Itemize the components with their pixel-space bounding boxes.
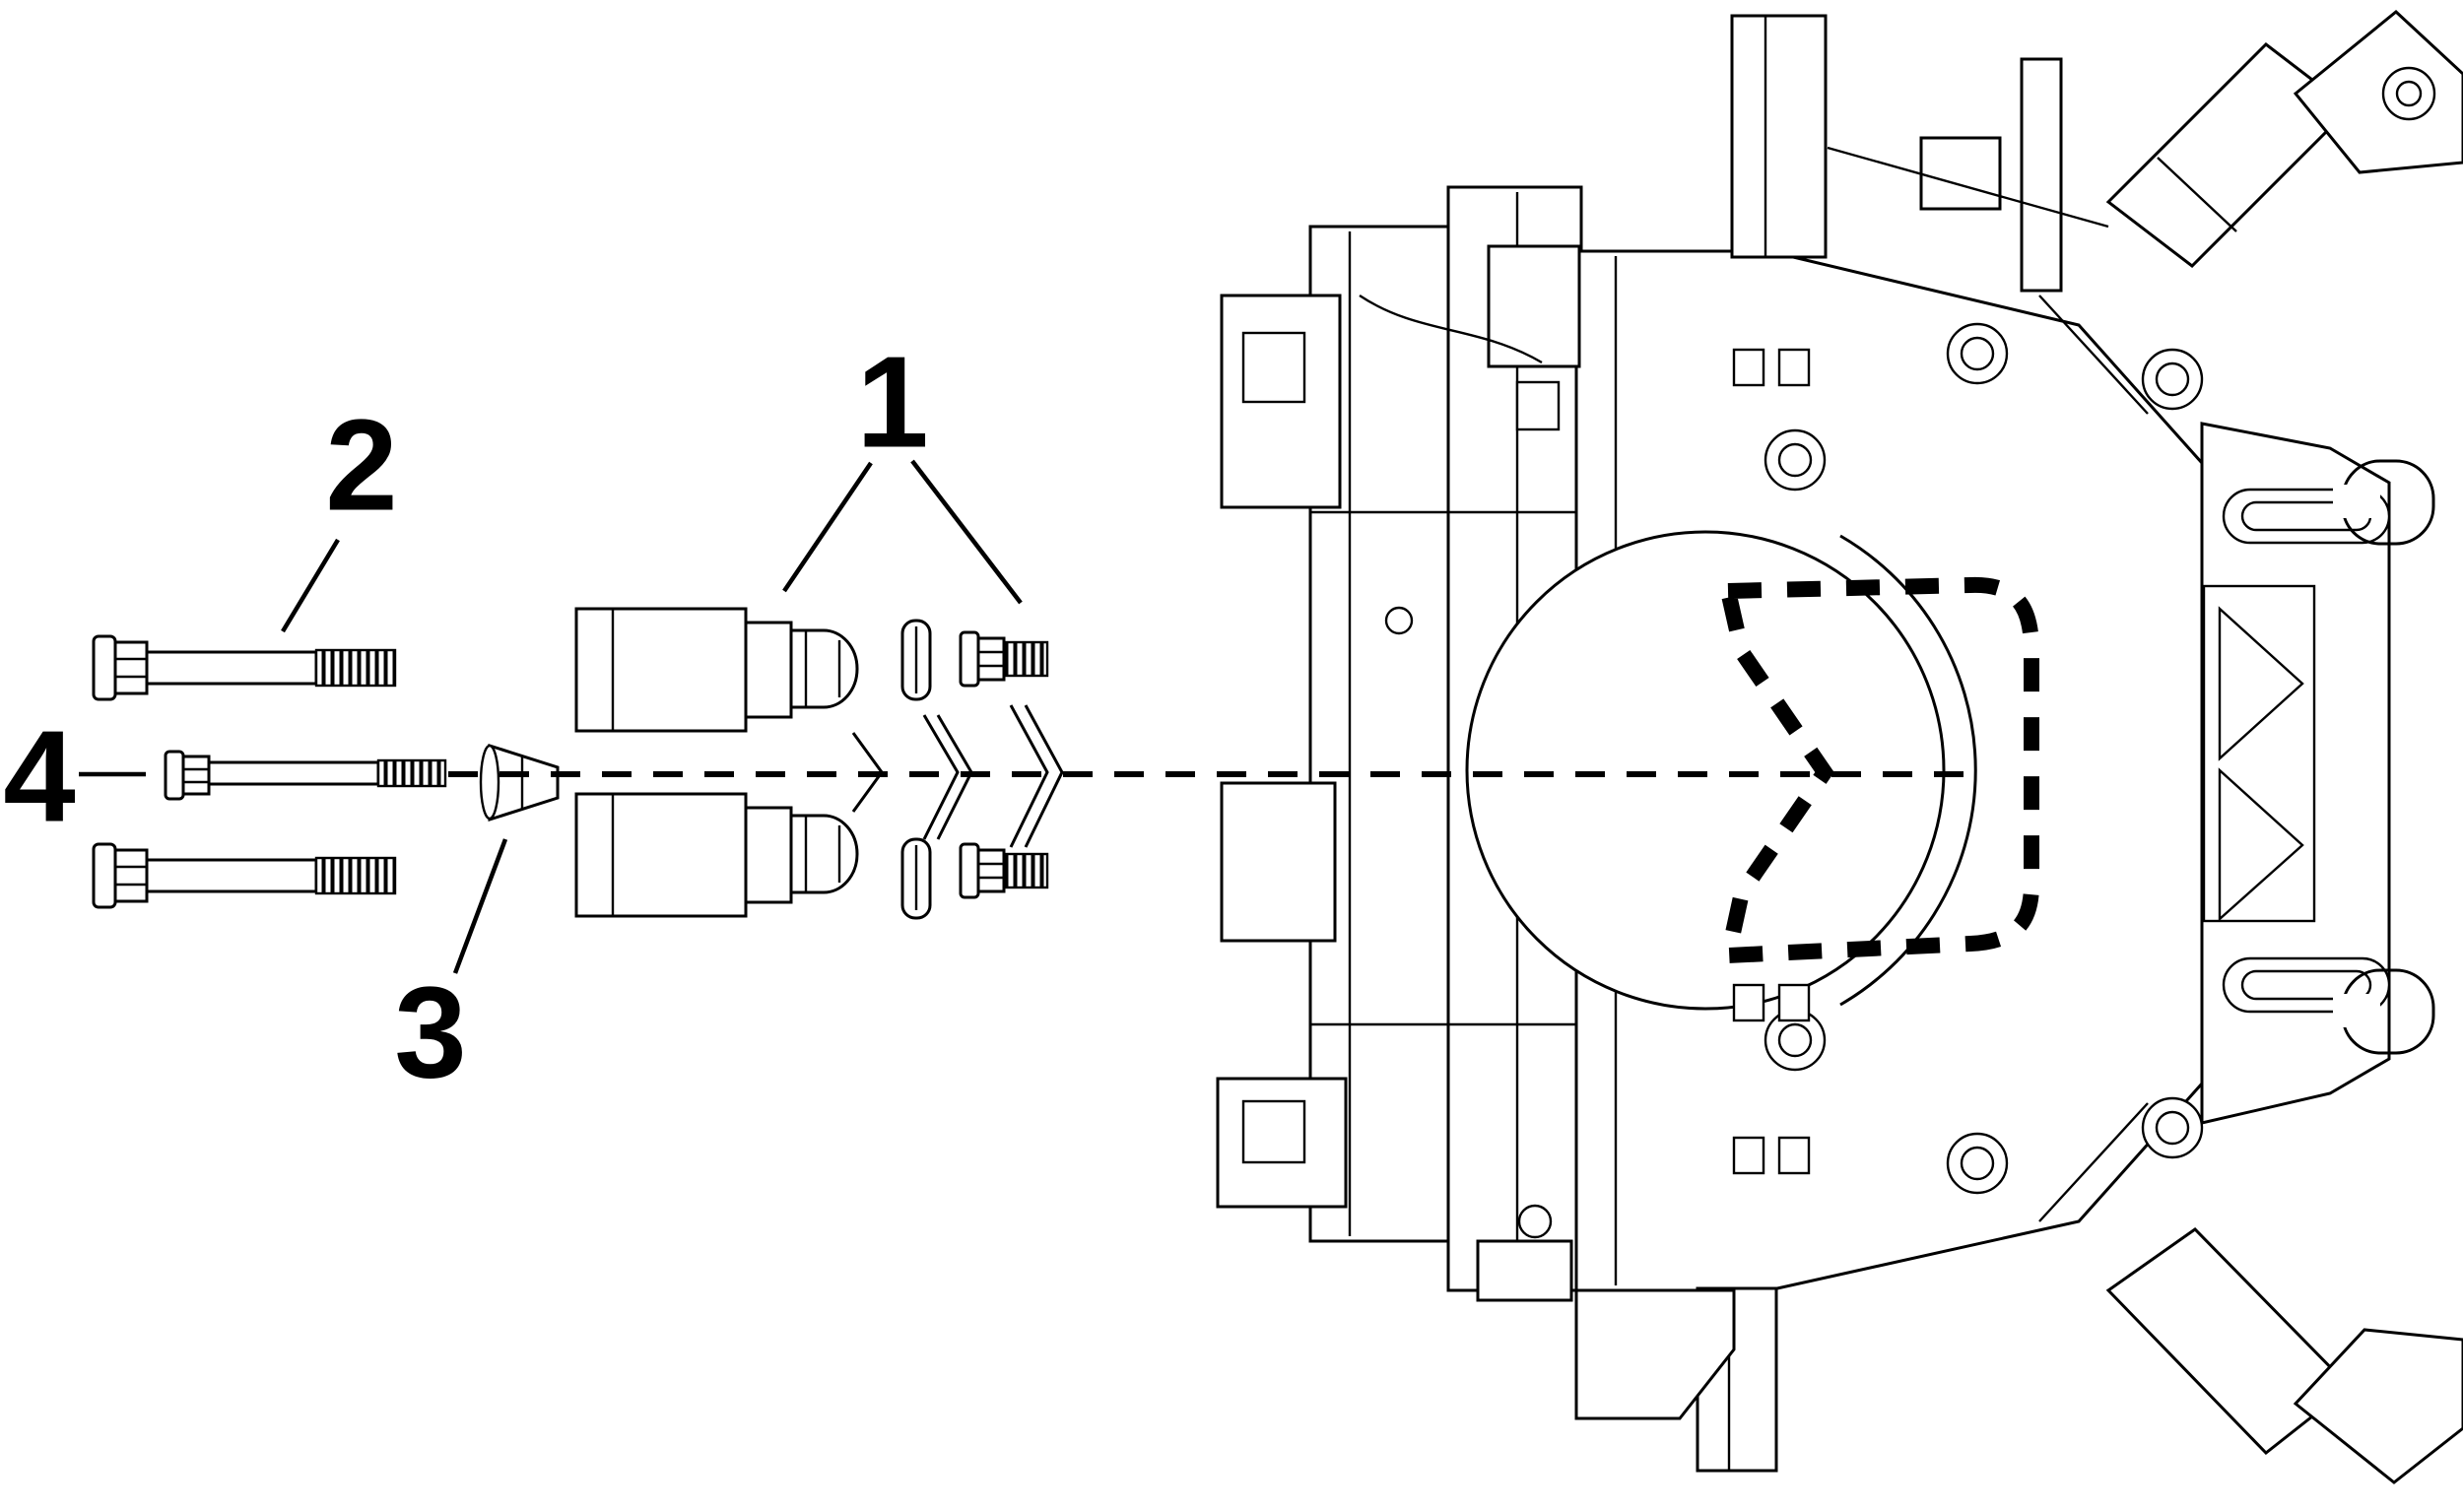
left-bracket-top-boss: [1241, 331, 1306, 404]
left-bracket-bottom-boss: [1241, 1099, 1306, 1164]
left-bracket-top: [1220, 294, 1342, 509]
small-block: [1515, 380, 1561, 431]
top-brace-line: [1827, 146, 2109, 229]
small-boss: [1384, 606, 1414, 635]
mount-step: [744, 621, 793, 719]
bolt-threads: [1002, 852, 1049, 889]
bolt-boss-hole: [2155, 362, 2190, 397]
bolt-flange: [92, 634, 117, 701]
bolt-shank: [145, 650, 318, 686]
bolt-shank: [145, 858, 318, 893]
bushing-end-face: [479, 744, 500, 821]
rib-triangle: [2218, 606, 2304, 761]
bushing-body: [488, 743, 560, 822]
callout-1-leader-line: [910, 459, 1023, 605]
mount-nose: [789, 814, 859, 894]
bolt-boss: [1764, 428, 1827, 492]
upper-rubber-mount: [574, 607, 859, 733]
callout-3-label: 3: [394, 960, 466, 1105]
left-bracket-mid: [1220, 781, 1337, 943]
short-hex-bolt-upper: [959, 630, 1049, 688]
bolt-flange: [92, 842, 117, 909]
top-post: [2020, 57, 2063, 293]
hook-opening: [2333, 485, 2380, 518]
chevron-mark: [922, 714, 960, 840]
face-rib-line: [2038, 1102, 2149, 1222]
callout-4-label: 4: [3, 704, 75, 849]
face-rib-line: [2038, 295, 2149, 415]
callouts: 1 2 3 4: [3, 330, 1023, 1105]
mount-body: [574, 607, 748, 733]
bolt-boss-hole: [1960, 336, 1995, 371]
bolt-boss-hole: [1777, 442, 1813, 478]
bolt-threads: [376, 758, 447, 788]
clip-feature: [1777, 983, 1811, 1022]
chevron-mark: [1024, 704, 1064, 848]
mount-nose: [789, 628, 859, 709]
cable-line: [1359, 295, 1543, 364]
bolt-boss: [2141, 1096, 2204, 1159]
rib-strip: [2202, 584, 2316, 923]
corner-component-bottom-right: [2293, 1328, 2463, 1484]
crankshaft-bore: [1465, 530, 1946, 1011]
hook-opening: [2333, 994, 2380, 1027]
callout-1-leader-line: [782, 461, 873, 593]
mount-position-dashed-outline: [1717, 576, 2039, 964]
clip-feature: [1732, 983, 1765, 1022]
bolt-boss-hole: [1960, 1146, 1995, 1181]
bolt-threads: [1002, 640, 1049, 678]
component-boss-hole: [2395, 80, 2423, 107]
small-boss: [1517, 1204, 1553, 1239]
bolt-boss-hole: [1777, 1022, 1813, 1058]
chevron-mark: [1009, 704, 1049, 848]
bolt-flange: [164, 750, 185, 801]
bolt-boss-hole: [2155, 1110, 2190, 1146]
bolt-hex-head: [976, 636, 1006, 682]
callout-3-leader-line: [452, 838, 508, 974]
bottom-skirt: [1574, 1288, 1736, 1420]
top-left-block: [1487, 244, 1581, 368]
bolt-hex-head: [181, 755, 211, 796]
engine-crankcase-assembly: [1216, 10, 2463, 1484]
bolt-boss: [1946, 322, 2009, 385]
component-boss: [2381, 66, 2436, 121]
mount-slot-inner: [2240, 969, 2372, 1001]
clip-feature: [1732, 348, 1765, 387]
exploded-parts: [92, 607, 1064, 920]
bolt-boss: [1946, 1132, 2009, 1195]
callout-2-label: 2: [325, 393, 397, 538]
bolt-threads: [314, 648, 397, 688]
slim-flange-bolt-middle: [164, 750, 447, 801]
long-flange-bolt-bottom: [92, 842, 397, 909]
lifting-bracket: [1730, 14, 1828, 259]
bolt-hex-head: [113, 640, 149, 695]
top-block: [1919, 136, 2002, 211]
lower-rubber-mount: [574, 792, 859, 918]
mount-step: [744, 806, 793, 904]
bolt-shank: [207, 760, 380, 786]
callout-2-leader-line: [281, 538, 340, 633]
mount-body: [574, 792, 748, 918]
clip-feature: [1777, 1136, 1811, 1175]
bolt-flange: [959, 630, 980, 688]
bolt-boss: [2141, 348, 2204, 411]
bolt-threads: [314, 856, 397, 895]
bolt-hex-head: [113, 848, 149, 903]
bottom-left-step: [1476, 1239, 1573, 1302]
long-flange-bolt-top: [92, 634, 397, 701]
corner-component-top-right: [2293, 10, 2463, 174]
tapered-bushing: [479, 743, 560, 822]
starter-contour-line: [2157, 157, 2237, 232]
bolt-hex-head: [976, 848, 1006, 893]
clip-feature: [1732, 1136, 1765, 1175]
bolt-flange: [959, 842, 980, 899]
clip-feature: [1777, 348, 1811, 387]
rib-triangle: [2218, 767, 2304, 922]
callout-1-label: 1: [856, 330, 928, 475]
short-hex-bolt-lower: [959, 842, 1049, 899]
